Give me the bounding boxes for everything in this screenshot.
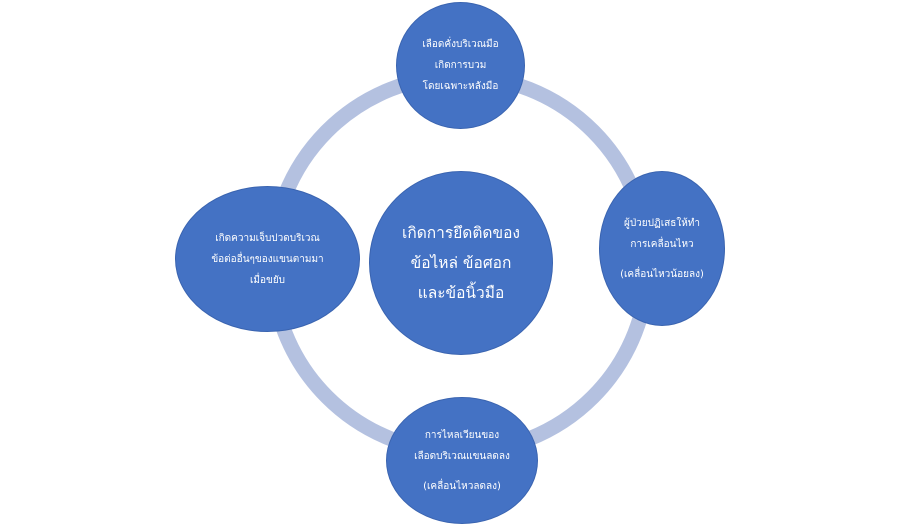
cycle-node-right-note: (เคลื่อนไหวน้อยลง) [620, 268, 704, 280]
cycle-node-bottom-line-2: เลือดบริเวณแขนลดลง [414, 450, 510, 462]
cycle-node-top-text: เลือดคั่งบริเวณมือ เกิดการบวม โดยเฉพาะหล… [422, 34, 498, 97]
cycle-node-top: เลือดคั่งบริเวณมือ เกิดการบวม โดยเฉพาะหล… [396, 2, 525, 129]
cycle-node-top-line-1: เลือดคั่งบริเวณมือ [422, 39, 499, 50]
cycle-node-right-text: ผู้ป่วยปฏิเสธให้ทำ การเคลื่อนไหว (เคลื่อ… [620, 213, 704, 285]
cycle-node-left-line-2: ข้อต่ออื่นๆของแขนตามมา [211, 253, 324, 265]
center-node-line-2: ข้อไหล่ ข้อศอก [410, 254, 512, 272]
center-node-line-3: และข้อนิ้วมือ [417, 284, 505, 302]
center-node: เกิดการยึดติดของ ข้อไหล่ ข้อศอก และข้อนิ… [369, 171, 553, 355]
cycle-node-right-line-1: ผู้ป่วยปฏิเสธให้ทำ [623, 217, 701, 229]
cycle-node-left-line-3: เมื่อขยับ [249, 274, 286, 286]
center-node-text: เกิดการยึดติดของ ข้อไหล่ ข้อศอก และข้อนิ… [402, 218, 520, 308]
cycle-node-top-line-2: เกิดการบวม [434, 60, 487, 71]
cycle-node-bottom-text: การไหลเวียนของ เลือดบริเวณแขนลดลง (เคลื่… [414, 425, 510, 497]
cycle-node-top-line-3: โดยเฉพาะหลังมือ [422, 81, 499, 92]
center-node-line-1: เกิดการยึดติดของ [402, 224, 520, 242]
cycle-node-bottom-note: (เคลื่อนไหวลดลง) [423, 480, 501, 492]
cycle-node-left-line-1: เกิดความเจ็บปวดบริเวณ [215, 232, 320, 244]
cycle-node-right: ผู้ป่วยปฏิเสธให้ทำ การเคลื่อนไหว (เคลื่อ… [599, 171, 725, 326]
cycle-node-bottom-line-1: การไหลเวียนของ [424, 429, 500, 441]
cycle-node-left-text: เกิดความเจ็บปวดบริเวณ ข้อต่ออื่นๆของแขนต… [211, 228, 323, 291]
cycle-node-left: เกิดความเจ็บปวดบริเวณ ข้อต่ออื่นๆของแขนต… [175, 186, 360, 332]
cycle-node-bottom: การไหลเวียนของ เลือดบริเวณแขนลดลง (เคลื่… [386, 397, 538, 524]
cycle-node-right-line-2: การเคลื่อนไหว [630, 238, 694, 250]
